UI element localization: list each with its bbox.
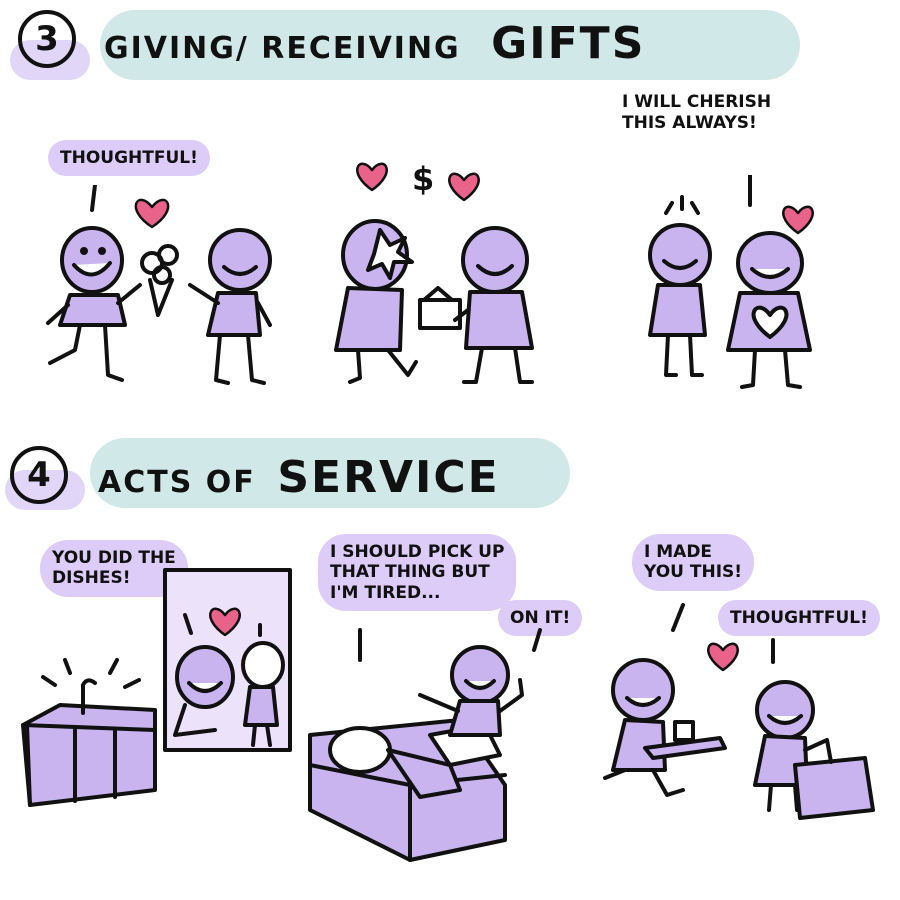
box-icon	[793, 738, 875, 820]
section4-title: ACTS OF SERVICE	[98, 452, 500, 503]
section3-scene3-drawing	[648, 175, 814, 389]
heart-icon	[448, 172, 480, 202]
gift-box-icon	[418, 286, 462, 330]
heart-icon	[356, 162, 388, 192]
section4-number: 4	[10, 446, 68, 504]
section3-scene2-drawing: $	[334, 160, 534, 384]
section4-scene3-speech: I MADE YOU THIS!	[632, 534, 755, 591]
section3-scene3-speech: I WILL CHERISH THIS ALWAYS!	[622, 92, 772, 134]
section4-scene2-speech: I SHOULD PICK UP THAT THING BUT I'M TIRE…	[318, 534, 517, 612]
section4-scene1-drawing	[21, 568, 292, 807]
tray-icon	[643, 720, 727, 760]
section4-scene3-drawing	[603, 603, 875, 820]
section4-title-part2: SERVICE	[277, 452, 500, 503]
section4-scene1-speech: YOU DID THE DISHES!	[40, 540, 188, 597]
heart-icon	[751, 305, 789, 339]
section4-scene2-drawing	[308, 628, 542, 862]
section3-number: 3	[18, 10, 76, 68]
heart-icon	[707, 642, 739, 672]
section4-scene3-reply: THOUGHTFUL!	[718, 600, 880, 637]
heart-icon	[782, 205, 814, 235]
section3-title-part2: GIFTS	[491, 18, 646, 69]
section4-title-wash	[90, 438, 570, 508]
section3-title: GIVING/ RECEIVING GIFTS	[104, 18, 645, 69]
heart-icon	[209, 607, 241, 637]
sink-icon	[21, 658, 157, 807]
flowers-icon	[140, 244, 179, 317]
section3-scene1-speech: THOUGHTFUL!	[48, 140, 210, 177]
dollar-sign: $	[412, 160, 434, 198]
heart-icon	[134, 198, 170, 229]
section3-title-part1: GIVING/ RECEIVING	[104, 31, 461, 66]
section4-title-part1: ACTS OF	[98, 465, 256, 500]
section3-scene1-drawing	[46, 185, 272, 385]
section3-title-wash	[100, 10, 800, 80]
